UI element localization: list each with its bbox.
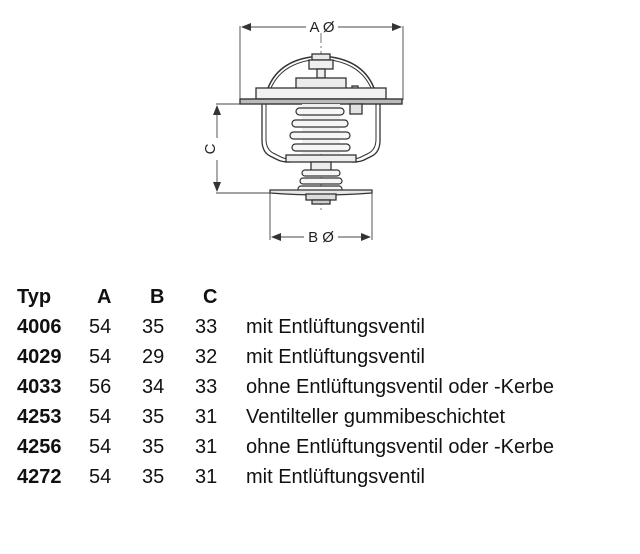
dimension-c-label: C	[202, 143, 219, 154]
cell-desc: Ventilteller gummibeschichtet	[246, 406, 506, 428]
cell-c: 33	[195, 376, 218, 398]
dimension-b	[269, 193, 373, 241]
cell-typ: 4029	[17, 346, 62, 368]
cell-a: 54	[89, 466, 112, 488]
cell-a: 54	[89, 316, 112, 338]
cell-c: 31	[195, 436, 218, 458]
dimension-a-label: A Ø	[309, 19, 334, 36]
cell-desc: ohne Entlüftungsventil oder -Kerbe	[246, 436, 554, 458]
cell-c: 33	[195, 316, 218, 338]
header-typ: Typ	[17, 286, 52, 308]
cell-b: 35	[142, 316, 165, 338]
table-row: 4272 54 35 31 mit Entlüftungsventil	[17, 462, 554, 492]
dimension-c	[213, 103, 272, 194]
header-a: A	[97, 286, 112, 308]
table-header-row: Typ A B C	[17, 282, 554, 312]
cell-a: 56	[89, 376, 112, 398]
cell-typ: 4253	[17, 406, 62, 428]
cell-b: 29	[142, 346, 165, 368]
cell-b: 35	[142, 406, 165, 428]
cell-a: 54	[89, 406, 112, 428]
cell-typ: 4256	[17, 436, 62, 458]
table-row: 4006 54 35 33 mit Entlüftungsventil	[17, 312, 554, 342]
table-row: 4256 54 35 31 ohne Entlüftungsventil ode…	[17, 432, 554, 462]
header-c: C	[203, 286, 218, 308]
table-row: 4029 54 29 32 mit Entlüftungsventil	[17, 342, 554, 372]
cell-desc: mit Entlüftungsventil	[246, 316, 425, 338]
spec-table: Typ A B C 4006 54 35 33 mit Entlüftungsv…	[17, 282, 554, 492]
cell-a: 54	[89, 346, 112, 368]
dimension-b-label: B Ø	[308, 229, 334, 246]
cell-c: 31	[195, 466, 218, 488]
dimension-a	[239, 23, 404, 100]
cell-b: 35	[142, 466, 165, 488]
cell-b: 35	[142, 436, 165, 458]
cell-desc: mit Entlüftungsventil	[246, 346, 425, 368]
cell-typ: 4272	[17, 466, 62, 488]
cell-a: 54	[89, 436, 112, 458]
table-row: 4033 56 34 33 ohne Entlüftungsventil ode…	[17, 372, 554, 402]
cell-b: 34	[142, 376, 165, 398]
cell-desc: ohne Entlüftungsventil oder -Kerbe	[246, 376, 554, 398]
header-b: B	[150, 286, 165, 308]
cell-typ: 4006	[17, 316, 62, 338]
cell-c: 32	[195, 346, 218, 368]
table-row: 4253 54 35 31 Ventilteller gummibeschich…	[17, 402, 554, 432]
thermostat-drawing: A Ø C B Ø	[202, 19, 404, 246]
cell-typ: 4033	[17, 376, 62, 398]
header-desc	[246, 282, 554, 312]
cell-c: 31	[195, 406, 218, 428]
cell-desc: mit Entlüftungsventil	[246, 466, 425, 488]
thermostat-body	[239, 33, 403, 212]
